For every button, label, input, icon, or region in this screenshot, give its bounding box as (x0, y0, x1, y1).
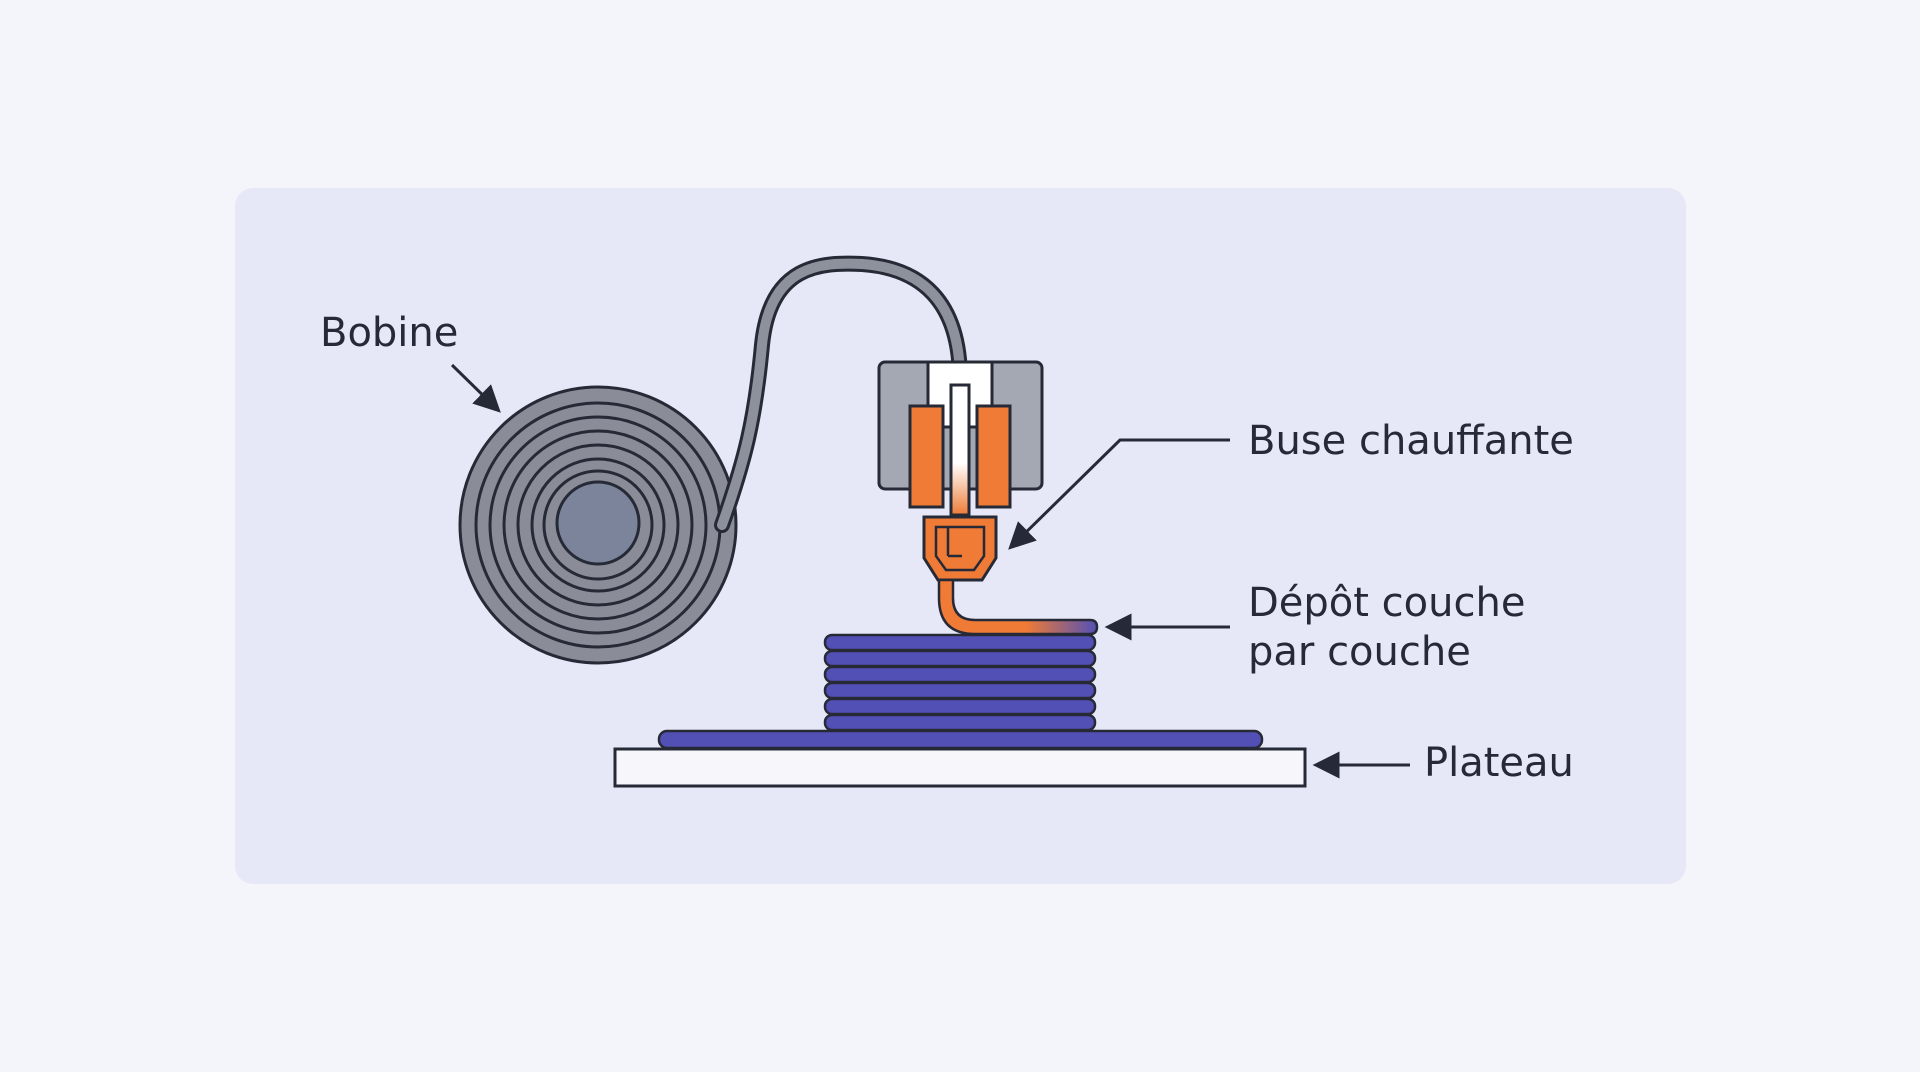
layer (823, 681, 1097, 700)
label-depot-line1: Dépôt couche (1248, 580, 1525, 626)
label-depot-line2: par couche (1248, 629, 1471, 675)
layer (823, 649, 1097, 668)
layer (823, 665, 1097, 684)
extruder-head (877, 360, 1044, 582)
base-layer (657, 729, 1264, 750)
filament-in-nozzle (949, 383, 971, 517)
spool-hub (555, 480, 641, 566)
heater-block-right (975, 404, 1012, 509)
spool-icon (458, 385, 738, 665)
label-buse-chauffante: Buse chauffante (1248, 418, 1574, 464)
printed-layers (823, 578, 1099, 732)
layer (823, 697, 1097, 716)
extruded-filament (937, 578, 1099, 636)
bobine-arrow (450, 363, 501, 413)
annotation-arrows (450, 363, 1410, 779)
buse-arrow (1008, 438, 1230, 550)
layer (823, 713, 1097, 732)
build-plate (613, 747, 1307, 788)
label-plateau: Plateau (1424, 740, 1574, 786)
spool-windings (474, 401, 722, 649)
heater-block-left (908, 404, 945, 509)
label-bobine: Bobine (320, 310, 458, 356)
layer (823, 633, 1097, 652)
filament-strand (714, 255, 968, 533)
